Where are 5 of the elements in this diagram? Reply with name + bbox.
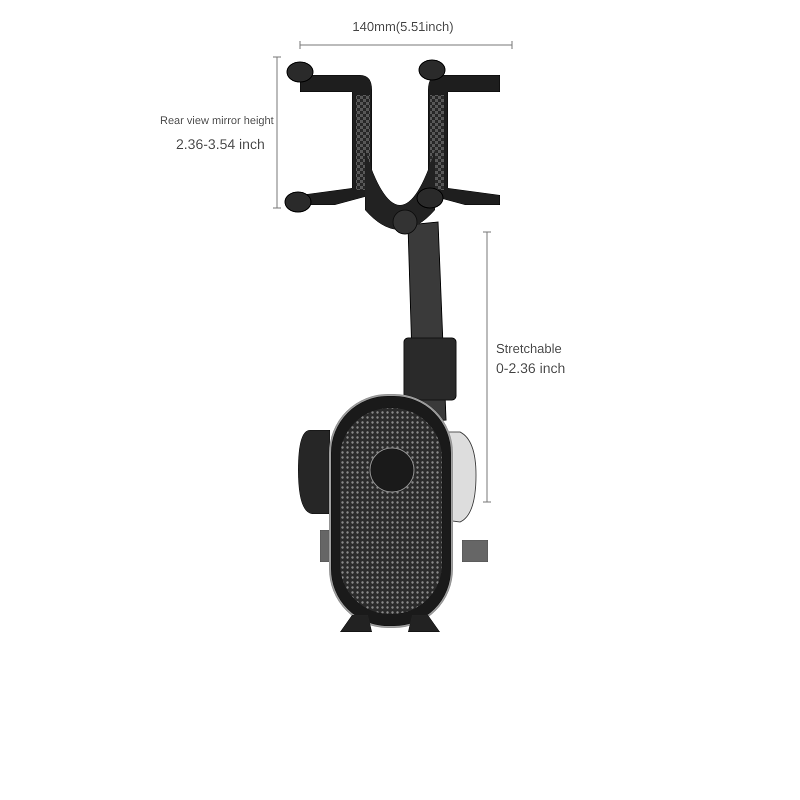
dimension-label: 2.36-3.54 inch — [176, 137, 265, 152]
caption-text: Rear view mirror height — [160, 115, 274, 128]
dimension-label: 0-2.36 inch — [496, 361, 566, 376]
caption-text: Stretchable — [496, 342, 562, 356]
dimension-label: 140mm(5.51inch) — [352, 20, 454, 34]
